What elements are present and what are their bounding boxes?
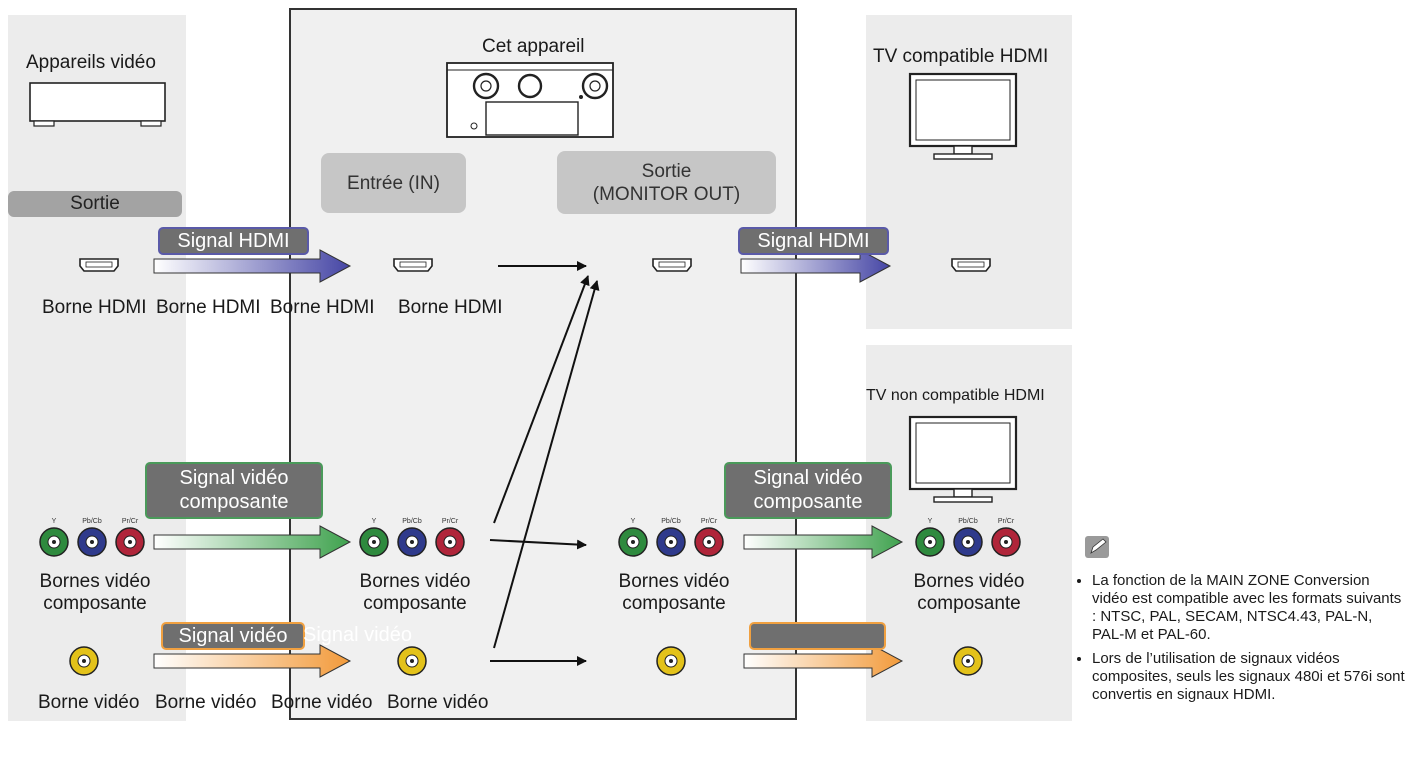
component-terminal-source-1: Bornes vidéo bbox=[39, 571, 151, 592]
hdmi-terminal-in: Borne HDMI bbox=[156, 297, 261, 318]
component-terminal-tv: Bornes vidéo composante bbox=[884, 571, 1054, 615]
hdmi-signal-arrow bbox=[153, 249, 352, 283]
hdmi-port-tv-icon bbox=[951, 258, 991, 272]
component-signal-label-tv-2: composante bbox=[753, 491, 863, 513]
composite-terminal-tv: Borne vidéo bbox=[387, 692, 489, 713]
tv-non-hdmi-title: TV non compatible HDMI bbox=[866, 387, 1045, 404]
component-signal-arrow-tv bbox=[743, 525, 904, 559]
composite-signal-arrow-tv bbox=[743, 644, 904, 678]
routing-arrows bbox=[489, 261, 600, 666]
notes: La fonction de la MAIN ZONE Conversion v… bbox=[1078, 572, 1408, 710]
composite-jack-source-icon bbox=[69, 646, 99, 676]
jack-label-y: Y bbox=[928, 518, 933, 525]
component-jacks-source-icon bbox=[39, 527, 145, 557]
composite-signal-arrow bbox=[153, 644, 352, 678]
tv-hdmi-icon bbox=[908, 72, 1018, 160]
component-terminal-in: Bornes vidéo composante bbox=[330, 571, 500, 615]
source-panel bbox=[8, 15, 186, 721]
tv-non-hdmi-icon bbox=[908, 415, 1018, 503]
video-source-device-icon bbox=[29, 82, 166, 127]
jack-label-y: Y bbox=[372, 518, 377, 525]
av-receiver-icon bbox=[446, 62, 614, 138]
unit-input-badge: Entrée (IN) bbox=[321, 153, 466, 213]
composite-jack-in-icon bbox=[397, 646, 427, 676]
pencil-icon bbox=[1085, 536, 1109, 558]
hdmi-signal-label: Signal HDMI bbox=[158, 227, 309, 255]
component-signal-label: Signal vidéo composante bbox=[145, 462, 323, 519]
hdmi-port-in-icon bbox=[393, 258, 433, 272]
unit-output-label-2: (MONITOR OUT) bbox=[592, 183, 741, 205]
component-terminal-out-1: Bornes vidéo bbox=[618, 571, 730, 592]
composite-signal-label-tv-blank bbox=[749, 622, 886, 650]
component-terminal-source-2: composante bbox=[43, 593, 147, 614]
hdmi-port-out-icon bbox=[652, 258, 692, 272]
component-terminal-tv-2: composante bbox=[917, 593, 1021, 614]
component-terminal-in-2: composante bbox=[363, 593, 467, 614]
jack-label-y: Y bbox=[52, 518, 57, 525]
hdmi-terminal-source: Borne HDMI bbox=[42, 297, 147, 318]
jack-label-pb: Pb/Cb bbox=[82, 518, 102, 525]
notes-list: La fonction de la MAIN ZONE Conversion v… bbox=[1078, 572, 1408, 704]
component-signal-label-tv-1: Signal vidéo bbox=[753, 467, 863, 489]
component-terminal-in-1: Bornes vidéo bbox=[359, 571, 471, 592]
source-title: Appareils vidéo bbox=[26, 52, 156, 73]
note-item: La fonction de la MAIN ZONE Conversion v… bbox=[1092, 572, 1408, 644]
tv-hdmi-panel bbox=[866, 15, 1072, 329]
composite-terminal-in: Borne vidéo bbox=[155, 692, 257, 713]
tv-hdmi-title: TV compatible HDMI bbox=[873, 46, 1049, 67]
source-output-badge: Sortie bbox=[8, 191, 182, 217]
unit-title: Cet appareil bbox=[482, 36, 585, 57]
jack-label-pr: Pr/Cr bbox=[122, 518, 139, 525]
jack-label-pb: Pb/Cb bbox=[958, 518, 978, 525]
unit-output-label-1: Sortie bbox=[641, 160, 692, 182]
component-terminal-out: Bornes vidéo composante bbox=[589, 571, 759, 615]
hdmi-signal-label-tv: Signal HDMI bbox=[738, 227, 889, 255]
note-item: Lors de l’utilisation de signaux vidéos … bbox=[1092, 650, 1408, 704]
component-signal-label-tv: Signal vidéo composante bbox=[724, 462, 892, 519]
jack-label-pr: Pr/Cr bbox=[701, 518, 718, 525]
component-signal-label-2: composante bbox=[179, 491, 289, 513]
component-signal-arrow bbox=[153, 525, 352, 559]
jack-label-pb: Pb/Cb bbox=[661, 518, 681, 525]
composite-terminal-out: Borne vidéo bbox=[271, 692, 373, 713]
jack-label-pr: Pr/Cr bbox=[442, 518, 459, 525]
hdmi-terminal-tv: Borne HDMI bbox=[398, 297, 503, 318]
component-jacks-in-icon bbox=[359, 527, 465, 557]
jack-label-pb: Pb/Cb bbox=[402, 518, 422, 525]
component-terminal-out-2: composante bbox=[622, 593, 726, 614]
composite-signal-ghost-label: Signal vidéo bbox=[303, 624, 412, 646]
component-jacks-tv-icon bbox=[915, 527, 1021, 557]
component-terminal-source: Bornes vidéo composante bbox=[10, 571, 180, 615]
jack-label-y: Y bbox=[631, 518, 636, 525]
hdmi-terminal-out: Borne HDMI bbox=[270, 297, 375, 318]
composite-terminal-source: Borne vidéo bbox=[38, 692, 140, 713]
component-terminal-tv-1: Bornes vidéo bbox=[913, 571, 1025, 592]
composite-jack-tv-icon bbox=[953, 646, 983, 676]
component-signal-label-1: Signal vidéo bbox=[179, 467, 289, 489]
hdmi-port-source-icon bbox=[79, 258, 119, 272]
jack-label-pr: Pr/Cr bbox=[998, 518, 1015, 525]
component-jacks-out-icon bbox=[618, 527, 724, 557]
unit-output-badge: Sortie (MONITOR OUT) bbox=[557, 151, 776, 214]
unit-input-label: Entrée (IN) bbox=[347, 172, 440, 194]
composite-signal-label: Signal vidéo bbox=[161, 622, 305, 650]
composite-jack-out-icon bbox=[656, 646, 686, 676]
hdmi-signal-arrow-tv bbox=[740, 249, 892, 283]
source-output-label: Sortie bbox=[70, 193, 120, 214]
